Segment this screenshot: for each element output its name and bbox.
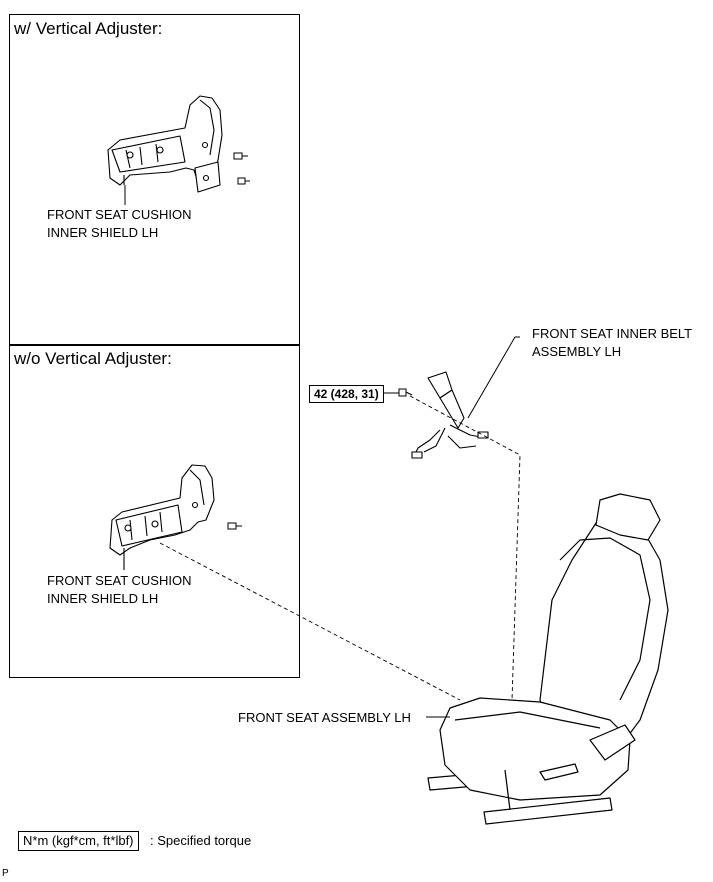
panel-without-vertical-adjuster: w/o Vertical Adjuster: <box>9 344 300 678</box>
torque-spec-box: 42 (428, 31) <box>309 385 384 403</box>
label-line: ASSEMBLY LH <box>532 344 622 359</box>
label-line: FRONT SEAT CUSHION <box>47 207 192 222</box>
label-line: FRONT SEAT INNER BELT <box>532 326 693 341</box>
corner-mark: P <box>2 868 9 879</box>
panel-title: w/o Vertical Adjuster: <box>14 349 172 368</box>
inner-shield-label-without-adjuster: FRONT SEAT CUSHION INNER SHIELD LH <box>47 572 191 608</box>
label-line: FRONT SEAT CUSHION <box>47 573 192 588</box>
label-line: INNER SHIELD LH <box>47 591 159 606</box>
torque-legend-description: : Specified torque <box>150 833 252 848</box>
inner-shield-label-with-adjuster: FRONT SEAT CUSHION INNER SHIELD LH <box>47 206 191 242</box>
label-line: INNER SHIELD LH <box>47 225 159 240</box>
torque-legend-box: N*m (kgf*cm, ft*lbf) <box>18 831 139 851</box>
inner-belt-label: FRONT SEAT INNER BELT ASSEMBLY LH <box>532 325 692 361</box>
front-seat-label: FRONT SEAT ASSEMBLY LH <box>238 710 411 725</box>
panel-with-vertical-adjuster: w/ Vertical Adjuster: <box>9 14 300 346</box>
panel-title: w/ Vertical Adjuster: <box>14 19 163 38</box>
